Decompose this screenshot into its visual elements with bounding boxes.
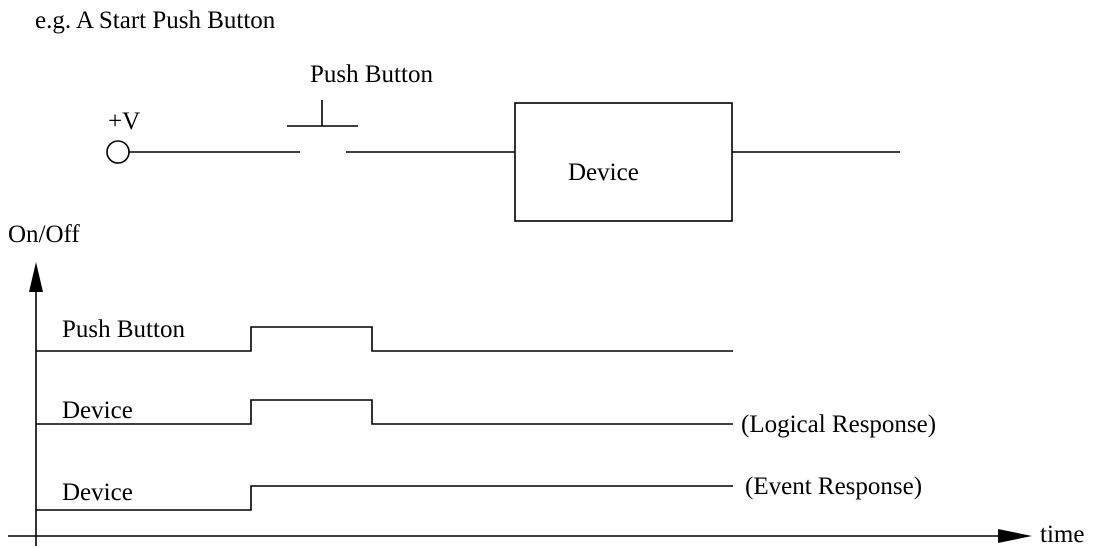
push-button-symbol: Push Button	[287, 61, 433, 127]
device-label: Device	[568, 159, 639, 186]
x-axis-label: time	[1040, 521, 1084, 548]
x-axis-arrowhead	[998, 529, 1032, 543]
y-axis-label: On/Off	[8, 221, 80, 248]
y-axis-arrowhead	[29, 262, 43, 292]
signal-label-push-button: Push Button	[62, 316, 185, 343]
supply-label: +V	[108, 108, 140, 135]
signal-trace-device-logical	[36, 399, 733, 425]
signal-label-device-logical: Device	[62, 397, 133, 424]
signal-note-logical-response: (Logical Response)	[741, 411, 936, 438]
caption: e.g. A Start Push Button	[35, 7, 276, 34]
signal-trace-push-button	[36, 326, 733, 352]
timing-diagram: On/Off time Push Button Device (Logical …	[8, 221, 1084, 548]
signal-note-event-response: (Event Response)	[745, 473, 922, 500]
signal-trace-device-event	[36, 485, 733, 511]
circuit: +V Push Button Device	[106, 61, 900, 222]
device-box	[514, 102, 733, 222]
supply-terminal	[106, 140, 130, 164]
signal-label-device-event: Device	[62, 479, 133, 506]
switch-label: Push Button	[310, 61, 433, 88]
